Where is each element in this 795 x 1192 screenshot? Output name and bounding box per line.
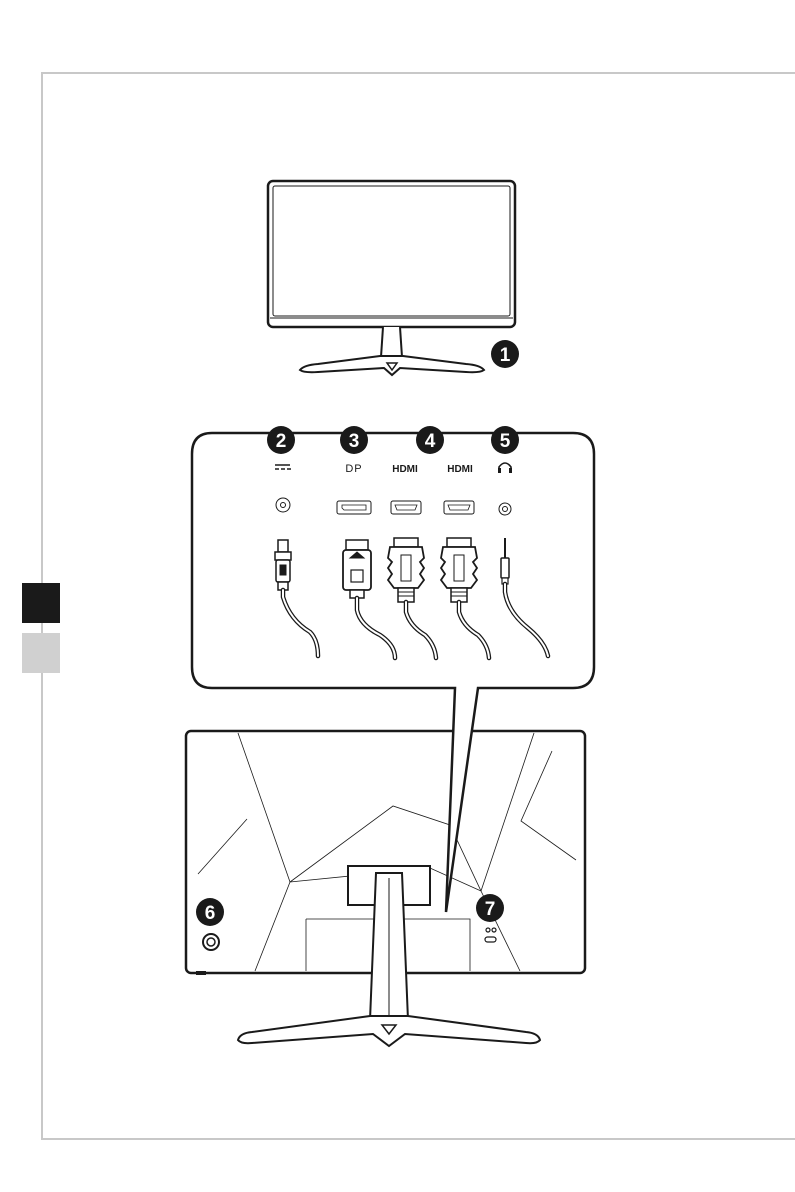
dc-power-plug (275, 540, 291, 590)
callout-1: 1 (491, 340, 519, 368)
rear-bottom-button (196, 971, 206, 975)
navi-joystick-inner (207, 938, 215, 946)
hdmi-label-2: HDMI (447, 464, 473, 475)
callout-7-number: 7 (485, 899, 496, 920)
hdmi-port-1 (391, 501, 421, 514)
callout-6: 6 (196, 898, 224, 926)
callout-7: 7 (476, 894, 504, 922)
callout-5: 5 (491, 426, 519, 454)
callout-3: 3 (340, 426, 368, 454)
callout-2: 2 (267, 426, 295, 454)
kensington-lock-slot (485, 937, 496, 942)
callout-4: 4 (416, 426, 444, 454)
callout-6-number: 6 (205, 903, 216, 924)
monitor-rear-view (186, 731, 585, 1046)
hdmi-port-2 (444, 501, 474, 514)
dp-label: DP (345, 463, 362, 475)
front-stand-neck (381, 327, 402, 357)
callout-2-number: 2 (276, 431, 287, 452)
callout-4-number: 4 (425, 431, 436, 452)
monitor-front-view (268, 181, 515, 375)
dc-in-port (276, 498, 290, 512)
callout-3-number: 3 (349, 431, 360, 452)
front-screen (273, 186, 510, 316)
hdmi-label-1: HDMI (392, 464, 418, 475)
headphone-jack-port (499, 503, 511, 515)
callout-5-number: 5 (500, 431, 511, 452)
callout-1-number: 1 (500, 345, 511, 366)
displayport-plug (343, 540, 371, 598)
displayport-port (337, 501, 371, 514)
